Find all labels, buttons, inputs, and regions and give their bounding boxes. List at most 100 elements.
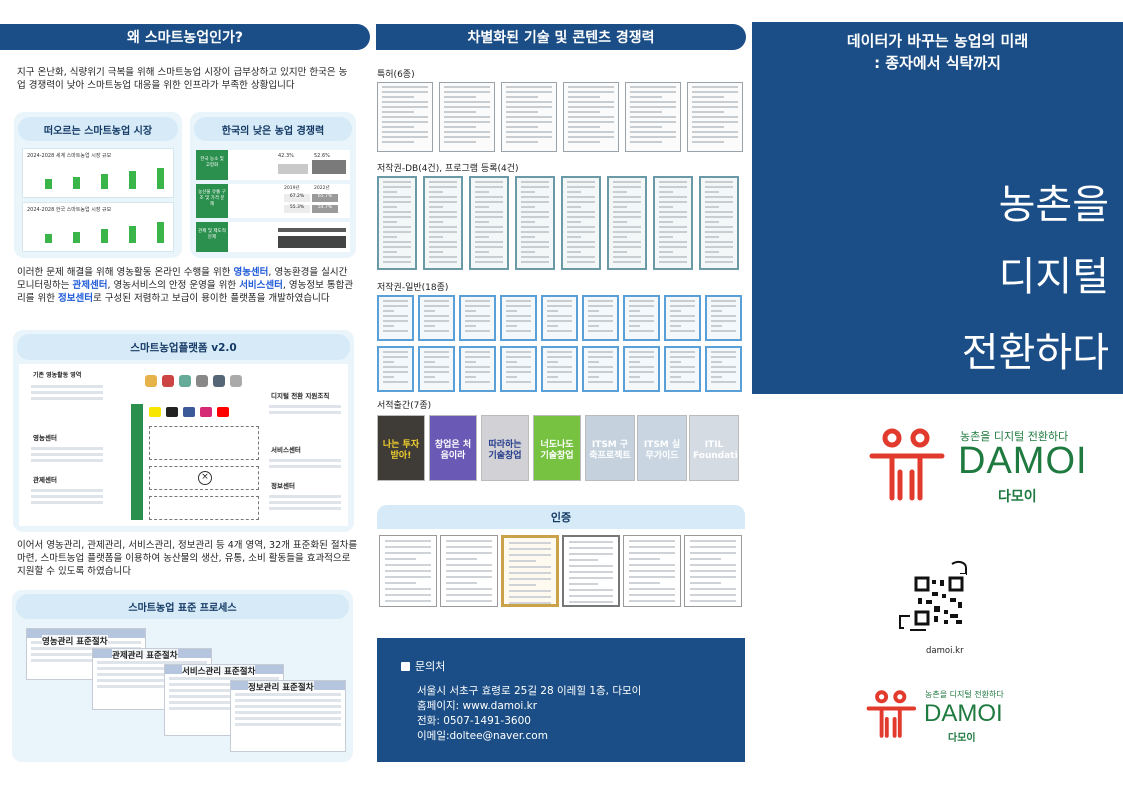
chart-bar bbox=[101, 174, 108, 189]
competitiveness-row: 한국 농소 및 고령화 42.3% 52.6% bbox=[196, 150, 350, 180]
brand-tagline: 농촌을 디지털 전환하다 bbox=[960, 430, 1069, 443]
stat-value: 67.2% bbox=[284, 194, 310, 202]
chart-bar bbox=[157, 222, 164, 243]
year-label: 2019년 bbox=[284, 186, 300, 191]
document-thumbnail bbox=[500, 346, 537, 392]
process-title: 스마트농업 표준 프로세스 bbox=[16, 594, 349, 619]
section-heading-why: 왜 스마트농업인가? bbox=[0, 24, 370, 50]
book-title: 나는 투자받아! bbox=[382, 440, 420, 461]
document-thumbnail bbox=[561, 176, 601, 270]
diagram-label-farming: 영농센터 bbox=[33, 434, 57, 442]
competitiveness-card: 한국의 낮은 농업 경쟁력 한국 농소 및 고령화 42.3% 52.6% 농산… bbox=[190, 112, 356, 258]
book-title: ITSM 실무가이드 bbox=[643, 440, 681, 461]
document-thumbnail bbox=[377, 295, 414, 341]
highlight-service-center: 서비스센터 bbox=[239, 280, 283, 291]
diagram-label-info: 정보센터 bbox=[271, 482, 295, 490]
book-title: 창업은 처음이라 bbox=[434, 440, 472, 461]
process-label-control: 관제관리 표준절차 bbox=[112, 649, 178, 661]
platform-title: 스마트농업플랫폼 v2.0 bbox=[17, 334, 350, 360]
document-thumbnail bbox=[469, 176, 509, 270]
brand-korean-small: 다모이 bbox=[948, 733, 976, 744]
year-label: 2022년 bbox=[314, 186, 330, 191]
chart-bar bbox=[101, 229, 108, 243]
document-thumbnail bbox=[377, 176, 417, 270]
competitiveness-row: 농산물 유통 구조 및 가격 문제 2019년 2022년 67.2% 65.7… bbox=[196, 184, 350, 218]
diagram-label-control: 관제센터 bbox=[33, 476, 57, 484]
world-market-chart: 2024-2028 세계 스마트농업 시장 규모 bbox=[22, 148, 174, 198]
document-thumbnail bbox=[541, 346, 578, 392]
chart-bar bbox=[45, 179, 52, 189]
highlight-info-center: 정보센터 bbox=[58, 293, 93, 304]
contact-address: 서울시 서초구 효령로 25길 28 이레힐 1층, 다모이 bbox=[417, 685, 642, 697]
document-thumbnail bbox=[705, 295, 742, 341]
row-label: 관제 및 제도적 문제 bbox=[196, 222, 228, 252]
document-thumbnail bbox=[582, 295, 619, 341]
stat-value: 54.7% bbox=[312, 205, 338, 213]
highlight-farming-center: 영농센터 bbox=[233, 267, 269, 278]
qr-url: damoi.kr bbox=[926, 646, 964, 656]
world-market-chart-title: 2024-2028 세계 스마트농업 시장 규모 bbox=[27, 153, 112, 159]
hero-slogan-line3: 전환하다 bbox=[961, 330, 1109, 376]
document-thumbnail bbox=[423, 176, 463, 270]
cancel-icon: × bbox=[198, 471, 212, 485]
certificate-thumbnail bbox=[623, 535, 681, 607]
document-thumbnail bbox=[687, 82, 743, 152]
contact-homepage[interactable]: 홈페이지: www.damoi.kr bbox=[417, 700, 538, 712]
diagram-center-strip bbox=[131, 404, 143, 520]
market-card-title: 떠오르는 스마트농업 시장 bbox=[18, 117, 178, 141]
book-title: 따라하는 기술창업 bbox=[488, 440, 522, 461]
hero-title: 데이터가 바꾸는 농업의 미래 bbox=[846, 32, 1029, 50]
brand-korean: 다모이 bbox=[998, 488, 1037, 504]
chart-bar bbox=[73, 177, 80, 189]
contact-email[interactable]: 이메일:doltee@naver.com bbox=[417, 730, 548, 742]
stat-bar bbox=[278, 164, 308, 174]
qr-code-icon[interactable] bbox=[898, 558, 988, 658]
book-cover: 너도나도 기술창업 bbox=[533, 415, 581, 481]
diagram-line bbox=[265, 456, 345, 476]
document-thumbnail bbox=[582, 346, 619, 392]
document-thumbnail bbox=[699, 176, 739, 270]
document-thumbnail bbox=[459, 346, 496, 392]
chart-bar bbox=[45, 234, 52, 243]
contact-heading: 문의처 bbox=[401, 658, 445, 674]
stat-value: 42.3% bbox=[278, 153, 294, 159]
diagram-line bbox=[27, 486, 107, 516]
book-title: ITSM 구축프로젝트 bbox=[589, 440, 631, 461]
contact-phone: 전화: 0507-1491-3600 bbox=[417, 715, 531, 727]
diagram-box: × bbox=[149, 466, 259, 490]
hero-slogan-line2: 디지털 bbox=[998, 254, 1109, 300]
document-thumbnail bbox=[623, 346, 660, 392]
diagram-label-base: 기존 영농활동 영역 bbox=[33, 372, 82, 379]
intro-paragraph: 지구 온난화, 식량위기 극복을 위해 스마트농업 시장이 급부상하고 있지만 … bbox=[17, 67, 348, 91]
document-thumbnail bbox=[515, 176, 555, 270]
text-run: 이러한 문제 해결을 위해 영농활동 온라인 수행을 위한 bbox=[17, 267, 234, 278]
document-thumbnail bbox=[418, 295, 455, 341]
text-run: , 영농서비스의 안정 운영을 위한 bbox=[107, 280, 240, 291]
contact-title: 문의처 bbox=[415, 660, 446, 673]
text-run: 로 구성된 저렴하고 보급이 용이한 플랫폼을 개발하였습니다 bbox=[92, 293, 330, 304]
certificate-thumbnail bbox=[684, 535, 742, 607]
stat-bar bbox=[278, 228, 346, 232]
brand-name-small: DAMOI bbox=[924, 700, 1003, 727]
diagram-icon-row bbox=[149, 404, 259, 420]
diagram-box bbox=[149, 496, 259, 520]
stat-value: 52.6% bbox=[314, 153, 330, 159]
certificate-thumbnail bbox=[379, 535, 437, 607]
process-label-info: 정보관리 표준절차 bbox=[248, 681, 314, 693]
book-title: ITIL Foundation bbox=[693, 440, 738, 461]
row-label: 한국 농소 및 고령화 bbox=[196, 150, 228, 180]
hero-panel: 데이터가 바꾸는 농업의 미래 : 종자에서 식탁까지 농촌을 디지털 전환하다 bbox=[752, 22, 1123, 394]
document-thumbnail bbox=[500, 295, 537, 341]
certificate-thumbnail bbox=[562, 535, 620, 607]
book-cover: 나는 투자받아! bbox=[377, 415, 425, 481]
document-thumbnail bbox=[418, 346, 455, 392]
document-thumbnail bbox=[607, 176, 647, 270]
process-card: 스마트농업 표준 프로세스 영농관리 표준절차 관제관리 표준절차 서비스관리 … bbox=[12, 590, 353, 762]
contact-panel: 문의처 서울시 서초구 효령로 25길 28 이레힐 1층, 다모이 홈페이지:… bbox=[377, 638, 745, 762]
brand-tagline-small: 농촌을 디지털 전환하다 bbox=[925, 690, 1004, 699]
document-thumbnail bbox=[664, 295, 701, 341]
chart-bar bbox=[73, 232, 80, 243]
certificate-thumbnail bbox=[440, 535, 498, 607]
text-run: , 영농환경을 실시간 모니터링하는 bbox=[17, 267, 348, 291]
document-thumbnail bbox=[501, 82, 557, 152]
